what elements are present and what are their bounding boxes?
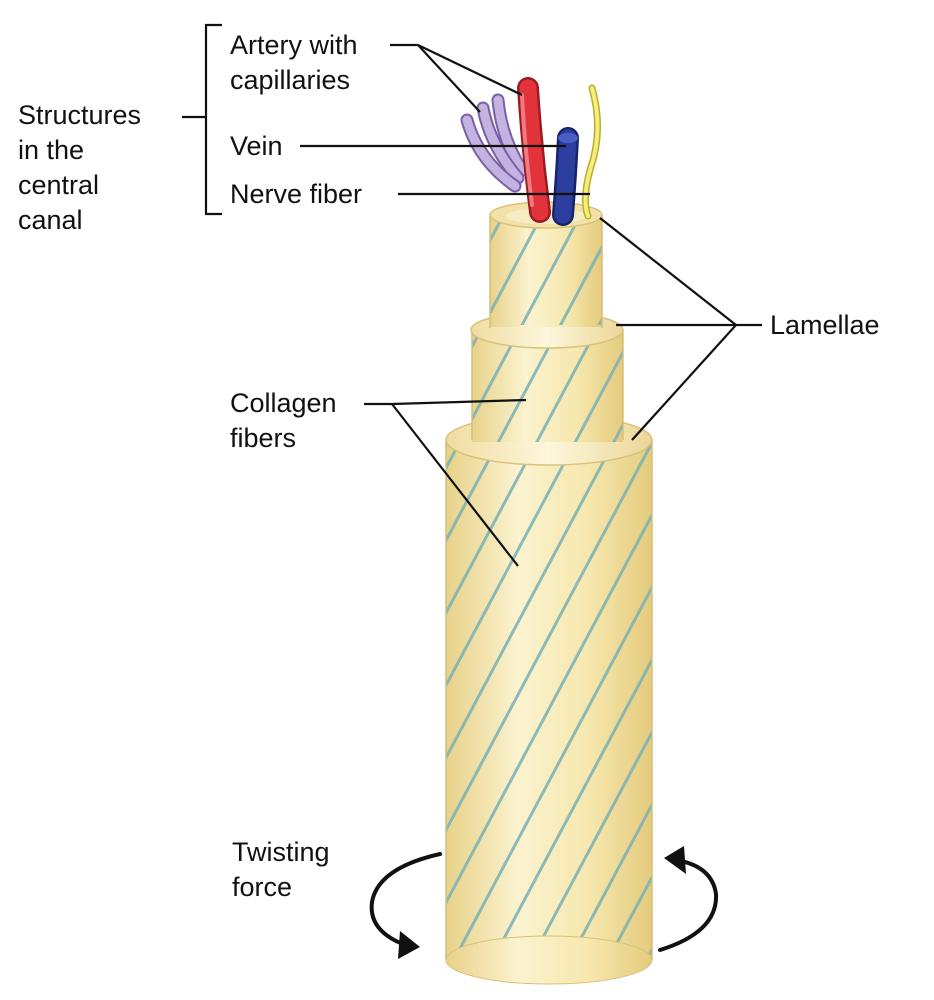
artery-leader: [417, 44, 523, 96]
collagen-label-line-1: Collagen: [230, 388, 337, 418]
vein-label-text: Vein: [230, 131, 283, 161]
middle-lamella-cylinder: [470, 311, 624, 442]
vein-label: Vein: [230, 129, 283, 164]
twisting-label-line-2: force: [232, 872, 293, 902]
curved-arrow-clockwise-icon: [658, 846, 719, 952]
structures-label-line-4: canal: [18, 205, 83, 235]
central-canal-vessels: [460, 77, 601, 226]
lamellae-label: Lamellae: [770, 308, 880, 343]
twisting-label-line-1: Twisting: [232, 837, 330, 867]
lamellae-leader-outer: [631, 324, 737, 441]
artery-label: Artery with capillaries: [230, 28, 358, 98]
structures-label-line-2: in the: [18, 135, 85, 165]
collagen-label: Collagen fibers: [230, 386, 337, 456]
artery-label-line-2: capillaries: [230, 65, 351, 95]
leader-lines: [182, 23, 762, 567]
lamellae-leader-inner: [599, 217, 737, 326]
collagen-label-line-2: fibers: [230, 423, 297, 453]
twisting-force-label: Twisting force: [232, 835, 330, 905]
inner-lamella-cylinder: [489, 201, 603, 328]
curved-arrow-counterclockwise-icon: [369, 852, 442, 959]
capillaries-leader: [417, 44, 481, 113]
structures-bracket: [204, 23, 222, 216]
collagen-leader-lower: [391, 403, 519, 567]
collagen-leader-upper: [391, 398, 527, 406]
structures-label-line-3: central: [18, 170, 100, 200]
outer-lamella-cylinder: [445, 414, 653, 985]
structures-label-line-1: Structures: [18, 100, 142, 130]
artery-label-line-1: Artery with: [230, 30, 358, 60]
nerve-label: Nerve fiber: [230, 177, 362, 212]
nerve-label-text: Nerve fiber: [230, 179, 363, 209]
lamellae-label-text: Lamellae: [770, 310, 880, 340]
structures-label: Structures in the central canal: [18, 98, 141, 238]
